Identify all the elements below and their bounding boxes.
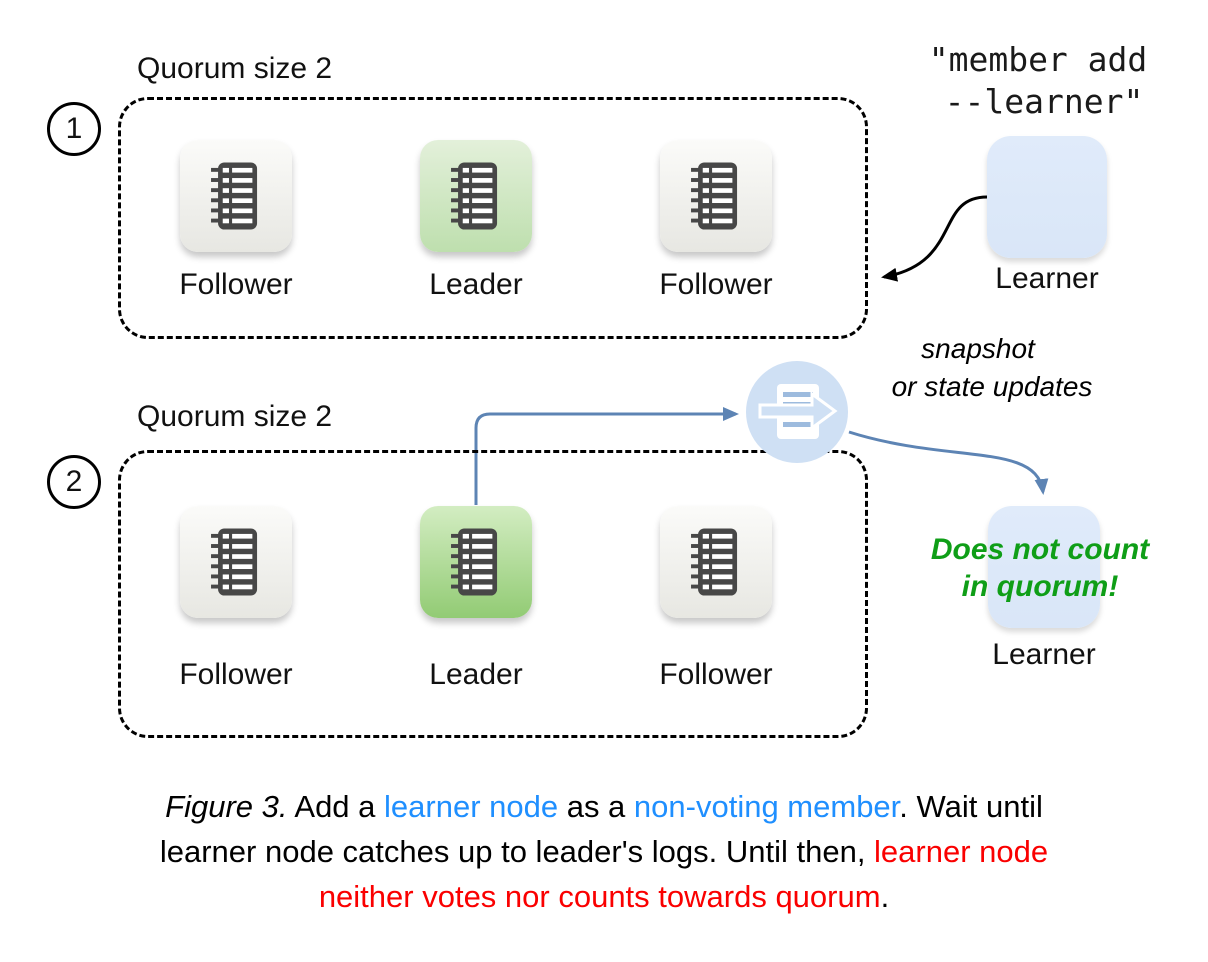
snapshot-transfer-icon xyxy=(744,359,850,470)
log-notebook-icon xyxy=(677,523,755,601)
cluster-boundary-2 xyxy=(118,450,868,738)
transfer-label-line-2: or state updates xyxy=(891,371,1093,402)
follower-node xyxy=(180,506,292,618)
log-notebook-icon xyxy=(437,523,515,601)
step-2-badge: 2 xyxy=(47,455,101,509)
leader-node xyxy=(420,140,532,252)
log-notebook-icon xyxy=(677,157,755,235)
caption-line: learner node catches up to leader's logs… xyxy=(0,829,1208,874)
node-label-follower: Follower xyxy=(659,658,773,691)
step-1-badge: 1 xyxy=(47,102,101,156)
log-notebook-icon xyxy=(437,157,515,235)
follower-node xyxy=(660,506,772,618)
learner-label-1: Learner xyxy=(995,262,1099,295)
leader-node xyxy=(420,506,532,618)
caption-line: Figure 3. Add a learner node as a non-vo… xyxy=(0,784,1208,829)
caption-segment: learner node catches up to leader's logs… xyxy=(159,834,875,869)
caption-segment: learner node xyxy=(874,834,1049,869)
caption-segment: Add a xyxy=(287,789,385,824)
node-label-follower: Follower xyxy=(179,268,293,301)
node-label-follower: Follower xyxy=(179,658,293,691)
learner-join-arrow xyxy=(881,195,988,282)
node-label-leader: Leader xyxy=(429,268,523,301)
log-notebook-icon xyxy=(197,523,275,601)
caption-segment: non-voting member xyxy=(633,789,900,824)
transfer-to-learner-arrow xyxy=(848,430,1049,495)
cluster-boundary-1 xyxy=(118,97,868,339)
quorum-note-line-2: in quorum! xyxy=(961,570,1119,603)
caption-segment: Figure 3. xyxy=(165,789,288,824)
member-add-command-line-1: "member add xyxy=(928,40,1148,79)
figure-caption: Figure 3. Add a learner node as a non-vo… xyxy=(0,784,1208,919)
caption-segment: . Wait until xyxy=(899,789,1043,824)
node-label-follower: Follower xyxy=(659,268,773,301)
quorum-note-line-1: Does not count xyxy=(930,533,1150,566)
quorum-label-1: Quorum size 2 xyxy=(137,52,333,85)
caption-segment: learner node xyxy=(384,789,559,824)
quorum-label-2: Quorum size 2 xyxy=(137,400,333,433)
follower-node xyxy=(660,140,772,252)
caption-line: neither votes nor counts towards quorum. xyxy=(0,874,1208,919)
caption-segment: neither votes nor counts towards quorum xyxy=(318,879,881,914)
transfer-label-line-1: snapshot xyxy=(921,333,1035,364)
node-label-leader: Leader xyxy=(429,658,523,691)
follower-node xyxy=(180,140,292,252)
caption-segment: . xyxy=(880,879,890,914)
log-notebook-icon xyxy=(197,157,275,235)
learner-node-1 xyxy=(987,136,1107,258)
caption-segment: as a xyxy=(558,789,634,824)
member-add-command-line-2: --learner" xyxy=(944,82,1144,121)
learner-node-2 xyxy=(988,506,1100,628)
learner-label-2: Learner xyxy=(992,638,1096,671)
